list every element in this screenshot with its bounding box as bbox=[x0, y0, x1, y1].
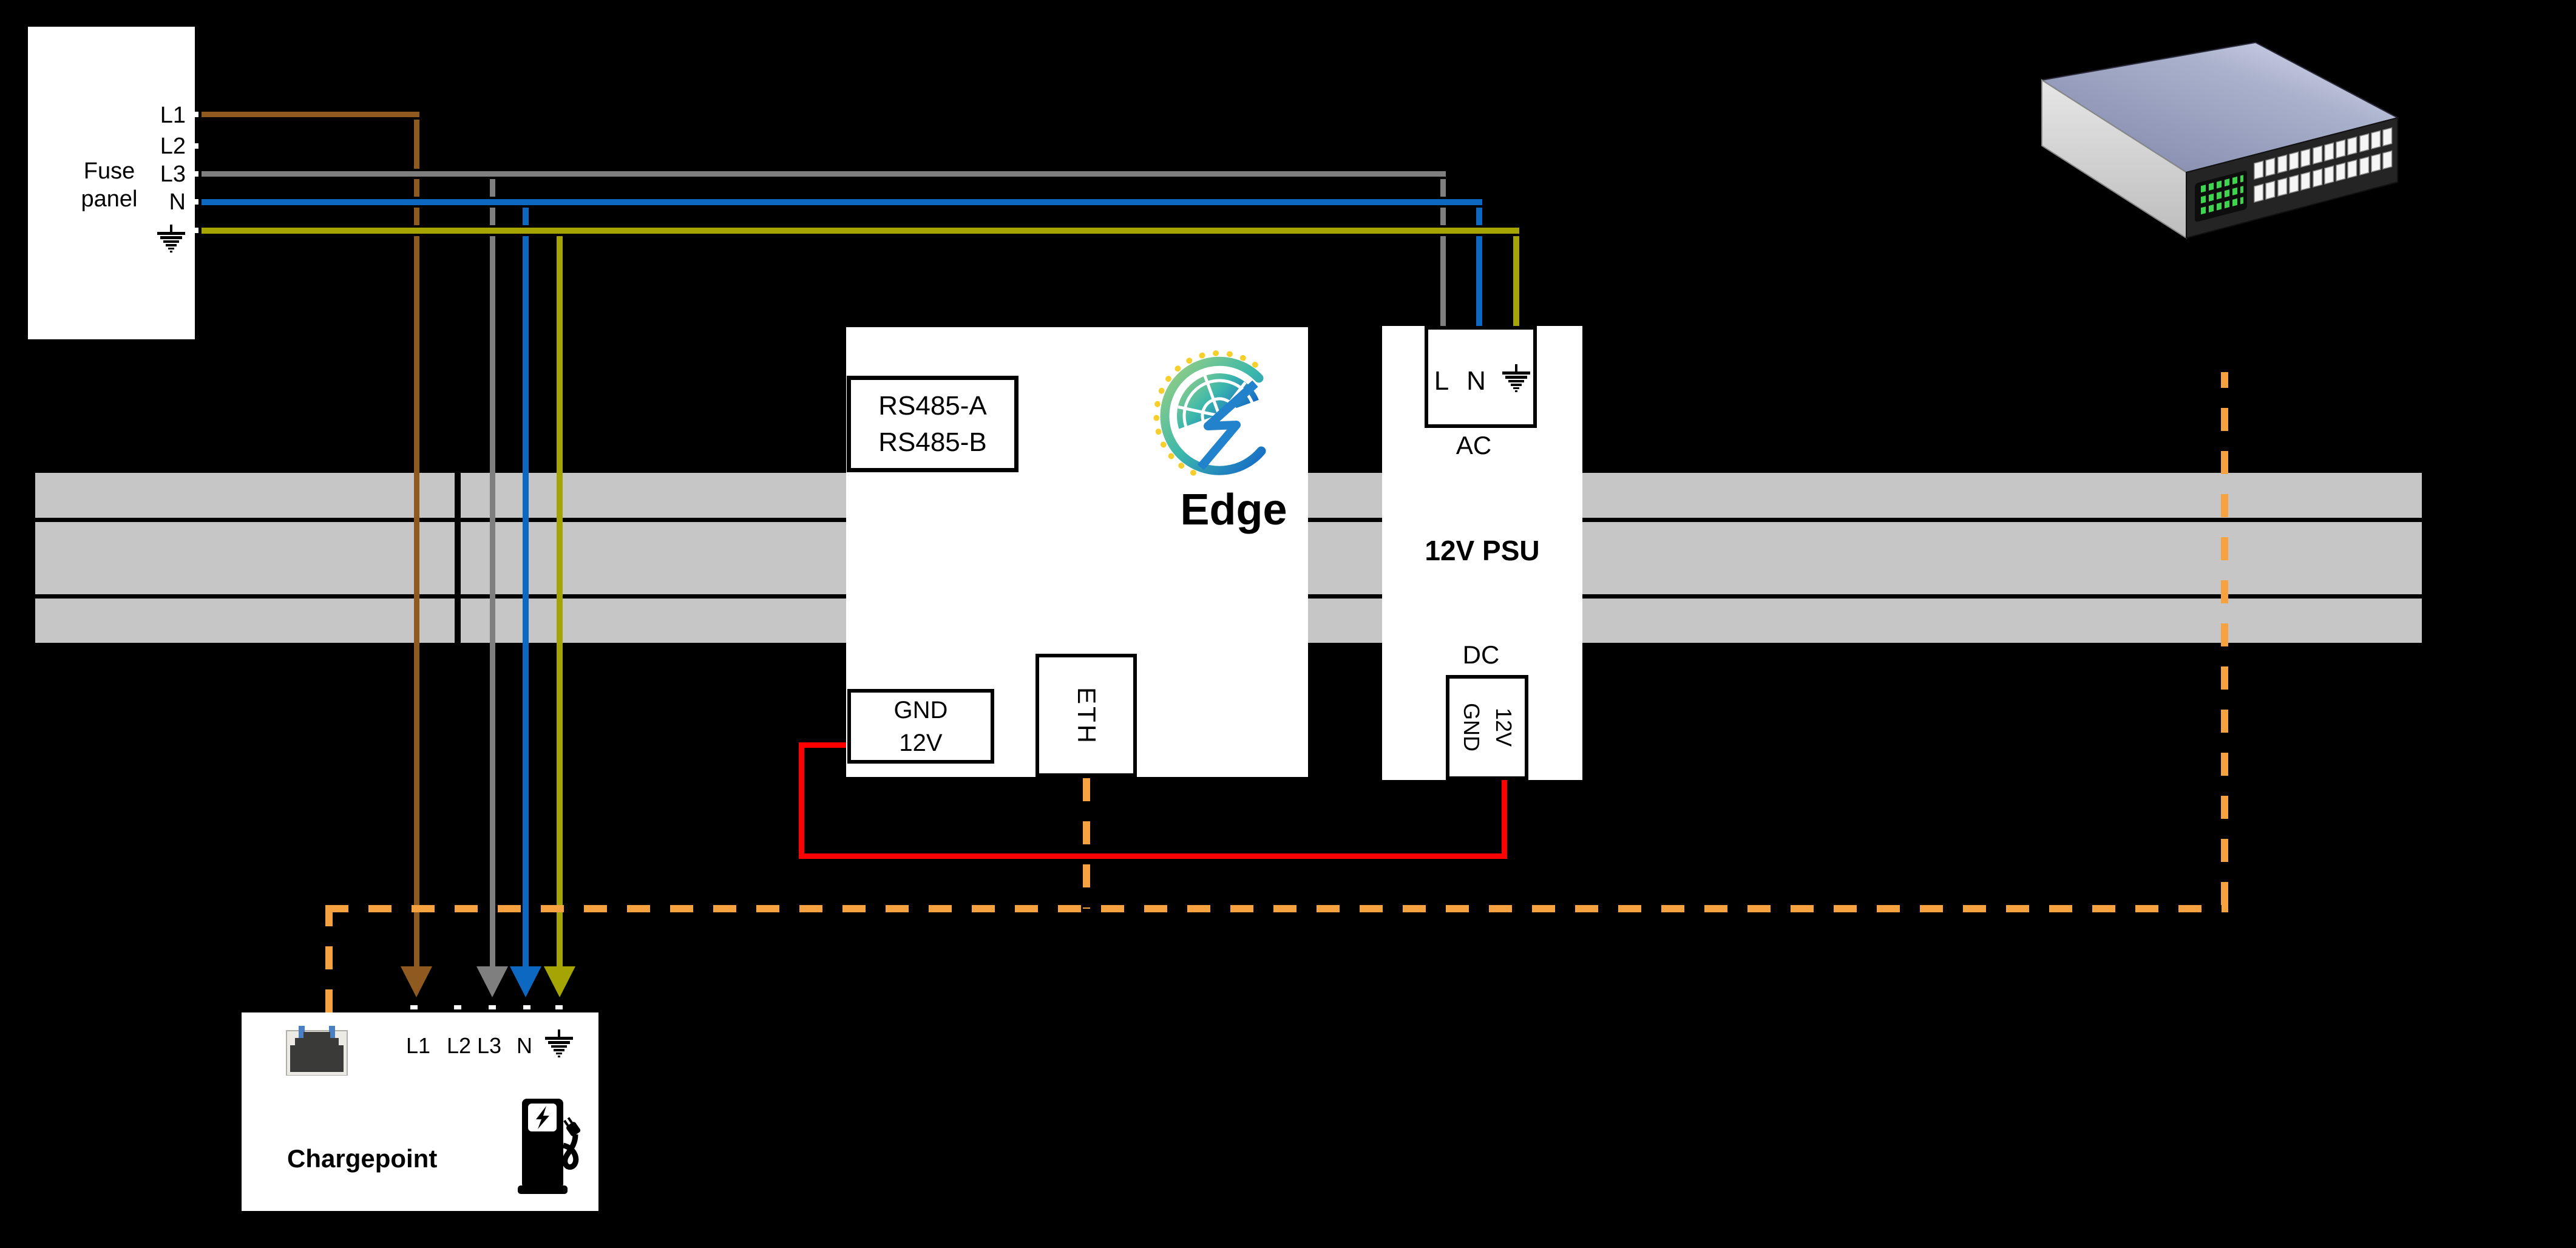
chargepoint-tick-l3 bbox=[489, 1005, 496, 1009]
edge-rs485-terminal-box: RS485-A RS485-B bbox=[847, 376, 1019, 472]
wire-l1-horizontal bbox=[202, 112, 419, 117]
wire-arrow-ground bbox=[544, 966, 575, 997]
rj45-port-icon bbox=[286, 1026, 348, 1076]
wire-12v-top-horizontal bbox=[799, 742, 849, 748]
edge-power-terminal-box: GND 12V bbox=[847, 689, 994, 764]
edge-rs485-b-label: RS485-B bbox=[878, 427, 987, 457]
psu-ac-section-label: AC bbox=[1456, 431, 1492, 460]
edge-rs485-a-label: RS485-A bbox=[878, 390, 987, 421]
fuse-terminal-tick-n bbox=[193, 199, 198, 205]
ethernet-cable-chargepoint-drop bbox=[325, 912, 333, 1012]
fuse-panel-title-line1: Fuse bbox=[83, 158, 135, 184]
wire-ground-psu-drop bbox=[1513, 228, 1519, 327]
ethernet-cable-switch-riser bbox=[2221, 372, 2228, 905]
psu-dc-12v-label: 12V bbox=[1491, 707, 1516, 747]
wire-arrow-l3 bbox=[476, 966, 508, 997]
ground-icon bbox=[157, 225, 186, 255]
wire-l1-vertical bbox=[414, 112, 419, 969]
edge-eth-label: ETH bbox=[1073, 687, 1101, 745]
fuse-terminal-n: N bbox=[169, 189, 186, 215]
edge-eth-port-box bbox=[1035, 654, 1137, 777]
psu-name-label: 12V PSU bbox=[1425, 535, 1540, 566]
ev-charger-icon bbox=[518, 1099, 581, 1194]
wire-neutral-vertical bbox=[523, 199, 529, 969]
wire-12v-bottom-horizontal bbox=[799, 853, 1507, 859]
ground-icon bbox=[1502, 364, 1531, 395]
wire-ground-horizontal bbox=[202, 228, 1519, 234]
fuse-terminal-tick-l2 bbox=[193, 143, 198, 149]
edge-logo bbox=[1153, 350, 1266, 478]
ethernet-cable-horizontal bbox=[325, 905, 2228, 912]
fuse-terminal-l3: L3 bbox=[160, 161, 186, 187]
fuse-terminal-tick-ground bbox=[193, 228, 198, 233]
din-rail-segment-gap bbox=[455, 473, 461, 643]
wire-l3-horizontal bbox=[202, 171, 1446, 177]
wire-12v-right-vertical bbox=[1502, 780, 1507, 859]
wire-arrow-neutral bbox=[510, 966, 541, 997]
ethernet-cable-eth-drop bbox=[1083, 778, 1090, 909]
psu-dc-terminal-box bbox=[1446, 675, 1528, 780]
network-switch-image bbox=[2040, 41, 2399, 239]
fuse-terminal-l1: L1 bbox=[160, 103, 186, 128]
edge-power-gnd-label: GND bbox=[893, 696, 948, 724]
chargepoint-terminal-l1: L1 bbox=[405, 1033, 431, 1058]
psu-dc-gnd-label: GND bbox=[1459, 703, 1484, 751]
chargepoint-terminal-l2: L2 bbox=[446, 1033, 472, 1058]
wire-neutral-psu-drop bbox=[1476, 199, 1482, 327]
wire-arrow-l1 bbox=[401, 966, 432, 997]
wire-l3-vertical bbox=[490, 171, 495, 969]
fuse-panel-box bbox=[28, 27, 195, 339]
wire-neutral-horizontal bbox=[202, 199, 1482, 205]
chargepoint-tick-l2 bbox=[454, 1005, 461, 1009]
chargepoint-tick-l1 bbox=[410, 1005, 418, 1009]
ground-icon bbox=[544, 1029, 574, 1060]
fuse-terminal-tick-l1 bbox=[193, 112, 198, 117]
psu-dc-section-label: DC bbox=[1462, 640, 1500, 669]
chargepoint-terminal-n: N bbox=[517, 1033, 532, 1058]
wire-12v-left-vertical bbox=[799, 742, 804, 859]
wire-l3-psu-drop bbox=[1440, 171, 1446, 327]
wire-ground-vertical bbox=[557, 228, 563, 969]
edge-brand-label: Edge bbox=[1180, 486, 1287, 534]
chargepoint-tick-n bbox=[523, 1005, 530, 1009]
chargepoint-name-label: Chargepoint bbox=[287, 1144, 438, 1173]
edge-power-12v-label: 12V bbox=[899, 729, 943, 756]
fuse-panel-title-line2: panel bbox=[81, 186, 138, 212]
psu-ac-live-label: L bbox=[1434, 366, 1449, 396]
chargepoint-terminal-l3: L3 bbox=[476, 1033, 502, 1058]
fuse-terminal-l2: L2 bbox=[160, 134, 186, 159]
chargepoint-tick-ground bbox=[555, 1005, 563, 1009]
fuse-terminal-tick-l3 bbox=[193, 171, 198, 177]
psu-ac-neutral-label: N bbox=[1466, 366, 1486, 396]
